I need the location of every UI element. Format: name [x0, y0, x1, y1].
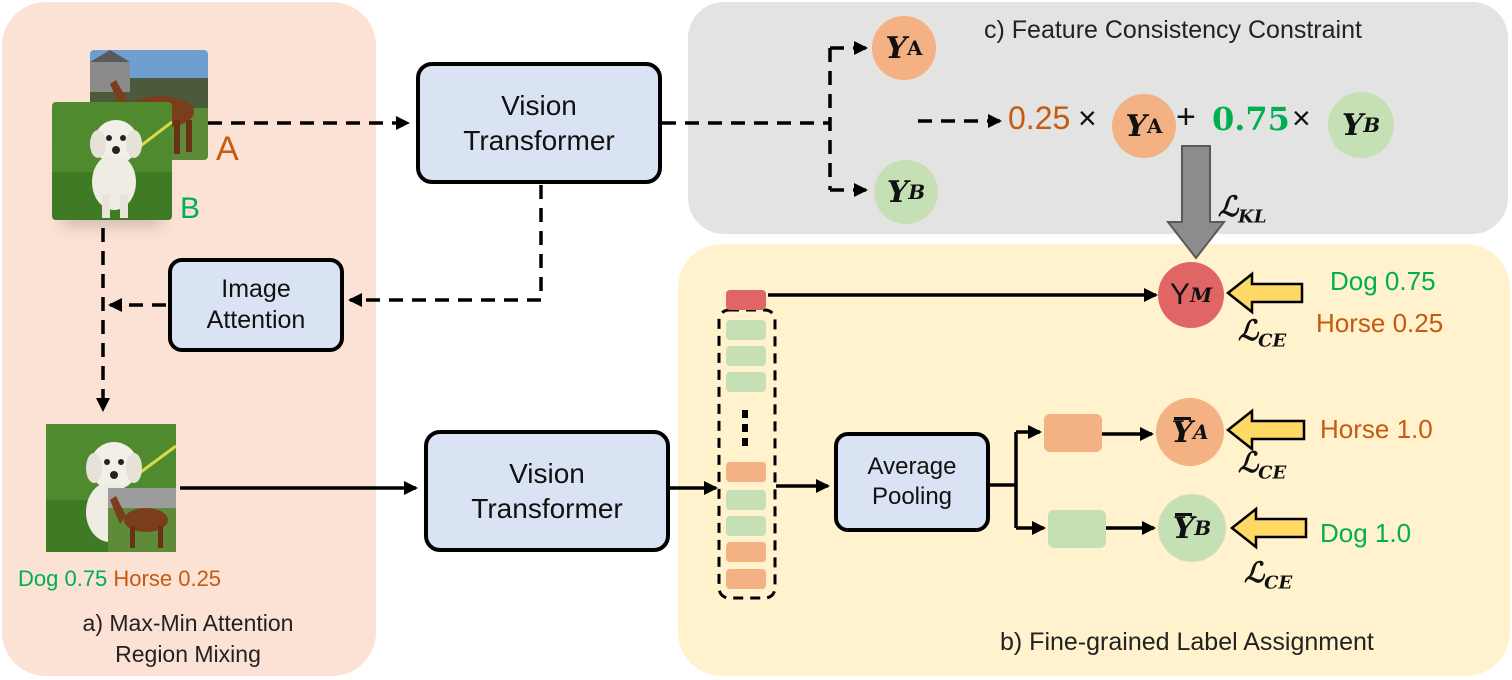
token-green: [726, 346, 766, 366]
target-yb: Dog 1.0: [1320, 518, 1412, 548]
loss-ce-label-m: ℒCE: [1238, 314, 1287, 352]
mixed-image: [46, 424, 176, 552]
vision-transformer-top: Vision Transformer: [416, 62, 662, 184]
token-green: [726, 490, 766, 510]
mixed-caption-dog: Dog 0.75: [18, 566, 108, 591]
coef-b: 0.75: [1212, 100, 1290, 138]
pooled-feature-b: [1048, 510, 1106, 548]
mixed-caption: Dog 0.75 Horse 0.25: [18, 566, 221, 592]
cls-token: [726, 290, 766, 310]
token-green: [726, 320, 766, 340]
token-orange: [726, 569, 766, 589]
image-a-letter: A: [216, 130, 239, 168]
mixed-caption-horse: Horse 0.25: [113, 566, 222, 591]
times-sign-1: ×: [1078, 100, 1097, 136]
panel-b-title: b) Fine-grained Label Assignment: [1000, 628, 1374, 656]
target-ym-dog: Dog 0.75: [1330, 266, 1436, 296]
image-b-dog: [52, 102, 172, 220]
panel-c-title: c) Feature Consistency Constraint: [984, 16, 1362, 44]
loss-ce-label-b: ℒCE: [1244, 556, 1293, 594]
coef-a: 0.25: [1008, 100, 1071, 136]
target-ym-horse: Horse 0.25: [1316, 308, 1444, 338]
plus-sign: +: [1176, 98, 1196, 136]
pooled-feature-a: [1044, 414, 1102, 452]
loss-ce-label-a: ℒCE: [1238, 446, 1287, 484]
panel-b-label-assignment: [678, 244, 1510, 676]
image-attention-box: Image Attention: [168, 258, 344, 352]
token-orange: [726, 462, 766, 482]
token-orange: [726, 542, 766, 562]
token-green: [726, 516, 766, 536]
token-green: [726, 372, 766, 392]
target-ya: Horse 1.0: [1320, 414, 1433, 444]
times-sign-2: ×: [1292, 100, 1311, 136]
average-pooling-box: Average Pooling: [834, 432, 990, 532]
loss-kl-label: ℒKL: [1218, 190, 1267, 228]
panel-a-title: a) Max-Min Attention Region Mixing: [82, 610, 294, 668]
vision-transformer-bottom: Vision Transformer: [424, 430, 670, 552]
image-b-letter: B: [180, 192, 201, 225]
